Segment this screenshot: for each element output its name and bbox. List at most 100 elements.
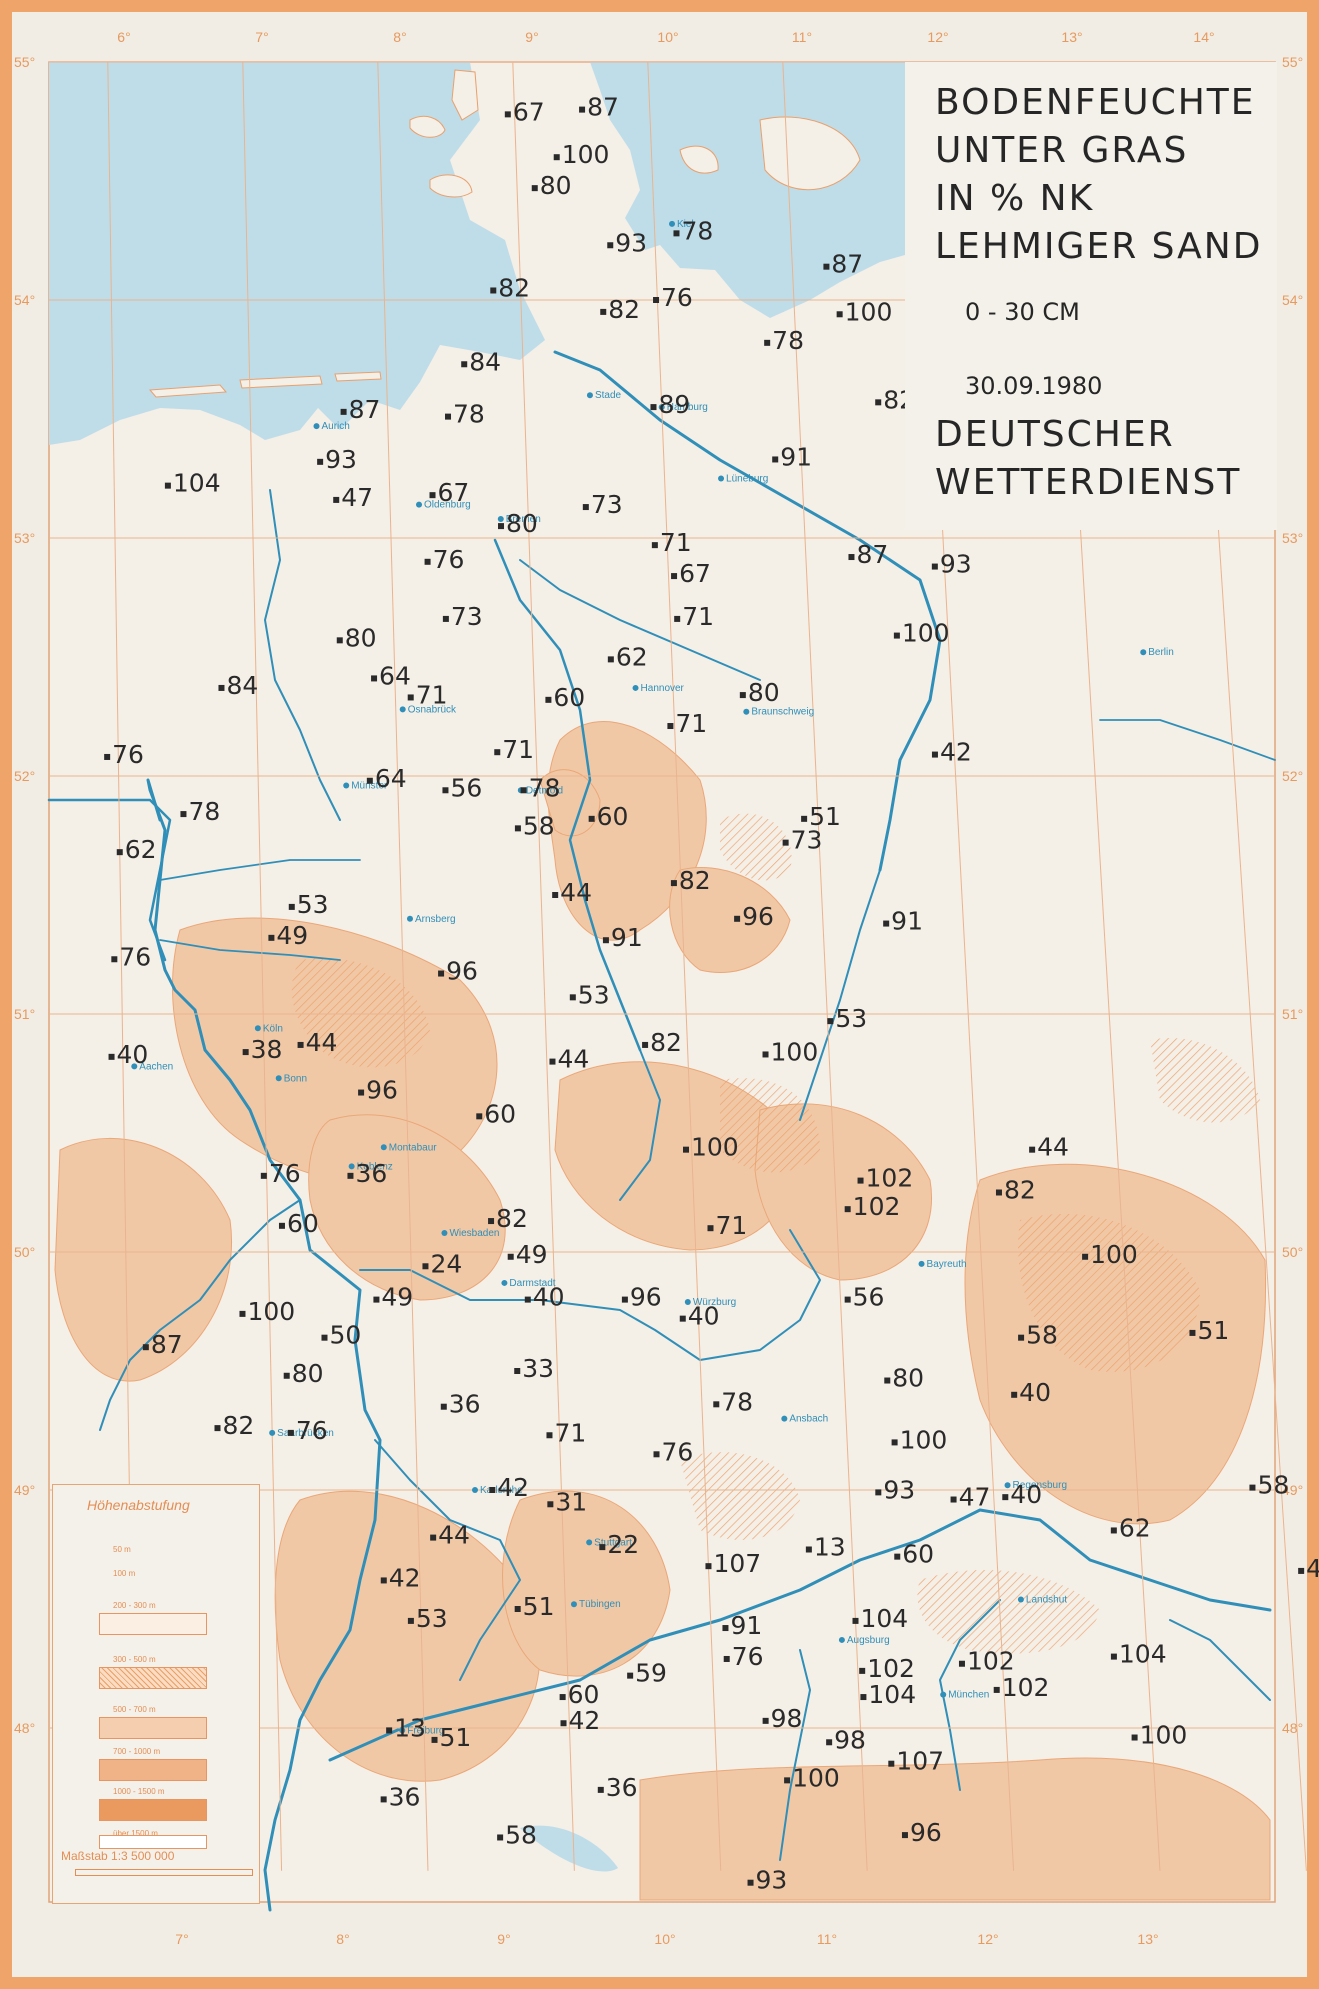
station-marker: [891, 1439, 898, 1446]
station-marker: [857, 1177, 864, 1184]
station-marker: [823, 263, 830, 270]
station-value: 58: [1257, 1471, 1289, 1500]
station-value: 100: [1090, 1240, 1138, 1269]
city-dot: [838, 1636, 845, 1643]
title-box: BODENFEUCHTE UNTER GRAS IN % NK LEHMIGER…: [905, 62, 1277, 530]
legend-swatch-6: [99, 1835, 207, 1849]
station-marker: [429, 492, 436, 499]
station-value: 42: [389, 1563, 421, 1592]
lat-label-left: 50°: [14, 1244, 35, 1260]
station-marker: [667, 723, 674, 730]
city-label: Hannover: [641, 683, 685, 694]
city-dot: [718, 475, 725, 482]
island: [679, 145, 719, 174]
city-dot: [275, 1075, 282, 1082]
station-value: 100: [691, 1133, 739, 1162]
neckar-river: [374, 1439, 521, 1681]
island: [409, 115, 446, 138]
city-dot: [441, 1229, 448, 1236]
north-sea: [49, 62, 545, 445]
lat-label-right: 54°: [1282, 292, 1303, 308]
city-dot: [940, 1691, 947, 1698]
city-label: Hamburg: [667, 402, 708, 413]
station-marker: [805, 1546, 812, 1553]
station-value: 91: [780, 442, 812, 471]
station-value: 62: [125, 835, 157, 864]
title-line-2: UNTER GRAS: [935, 130, 1189, 171]
station-value: 96: [366, 1076, 398, 1105]
station-value: 49: [276, 921, 308, 950]
station-marker: [283, 1372, 290, 1379]
station-value: 76: [112, 740, 144, 769]
station-value: 42: [569, 1706, 601, 1735]
city-label: Köln: [263, 1023, 283, 1034]
station-value: 51: [1197, 1316, 1229, 1345]
city-dot: [669, 220, 676, 227]
station-value: 71: [682, 602, 714, 631]
station-marker: [588, 815, 595, 822]
station-value: 44: [306, 1028, 338, 1057]
station-marker: [762, 1717, 769, 1724]
island: [239, 375, 323, 389]
station-value: 40: [1019, 1378, 1051, 1407]
aller-river: [519, 559, 761, 681]
station-marker: [514, 825, 521, 832]
station-marker: [476, 1113, 483, 1120]
station-marker: [848, 554, 855, 561]
relief-hatch-area: [1150, 1038, 1260, 1123]
lon-label-bottom: 8°: [336, 1931, 349, 1947]
station-value: 80: [506, 509, 538, 538]
city-labels: KielHamburgBremenHannoverBraunschweigBer…: [131, 219, 1174, 1736]
station-value: 64: [375, 764, 407, 793]
station-marker: [442, 787, 449, 794]
city-dot: [918, 1260, 925, 1267]
station-marker: [164, 482, 171, 489]
city-dot: [269, 1429, 276, 1436]
station-marker: [488, 1218, 495, 1225]
station-value: 53: [416, 1604, 448, 1633]
station-marker: [894, 1553, 901, 1560]
station-marker: [278, 1222, 285, 1229]
station-marker: [901, 1832, 908, 1839]
station-marker: [950, 1496, 957, 1503]
station-marker: [380, 1577, 387, 1584]
island: [759, 116, 861, 191]
city-label: Freiburg: [407, 1725, 444, 1736]
station-marker: [597, 1786, 604, 1793]
station-marker: [852, 1617, 859, 1624]
lon-label-bottom: 9°: [497, 1931, 510, 1947]
station-value: 100: [771, 1037, 819, 1066]
station-value: 51: [809, 802, 841, 831]
city-dot: [416, 501, 423, 508]
station-marker: [784, 1777, 791, 1784]
relief-hatch-area: [917, 1570, 1100, 1654]
station-marker: [490, 287, 497, 294]
city-dot: [497, 515, 504, 522]
city-label: Stuttgart: [594, 1537, 632, 1548]
station-marker: [116, 849, 123, 856]
station-marker: [442, 615, 449, 622]
station-marker: [317, 458, 324, 465]
station-marker: [653, 1451, 660, 1458]
legend-swatch-1: [99, 1613, 207, 1635]
station-value: 102: [967, 1647, 1015, 1676]
station-value: 60: [553, 683, 585, 712]
station-value: 91: [891, 907, 923, 936]
station-value: 87: [856, 540, 888, 569]
station-value: 76: [732, 1642, 764, 1671]
station-marker: [560, 1720, 567, 1727]
station-value: 87: [587, 93, 619, 122]
city-dot: [406, 915, 413, 922]
station-value: 59: [635, 1659, 667, 1688]
station-marker: [514, 1368, 521, 1374]
station-marker: [888, 1760, 895, 1767]
station-value: 60: [484, 1099, 516, 1128]
station-value: 40: [1010, 1480, 1042, 1509]
station-marker: [553, 154, 560, 161]
station-value: 80: [748, 678, 780, 707]
havel-river: [1099, 719, 1276, 761]
station-value: 80: [540, 171, 572, 200]
station-value: 76: [661, 283, 693, 312]
station-marker: [1029, 1146, 1036, 1153]
station-marker: [607, 242, 614, 249]
